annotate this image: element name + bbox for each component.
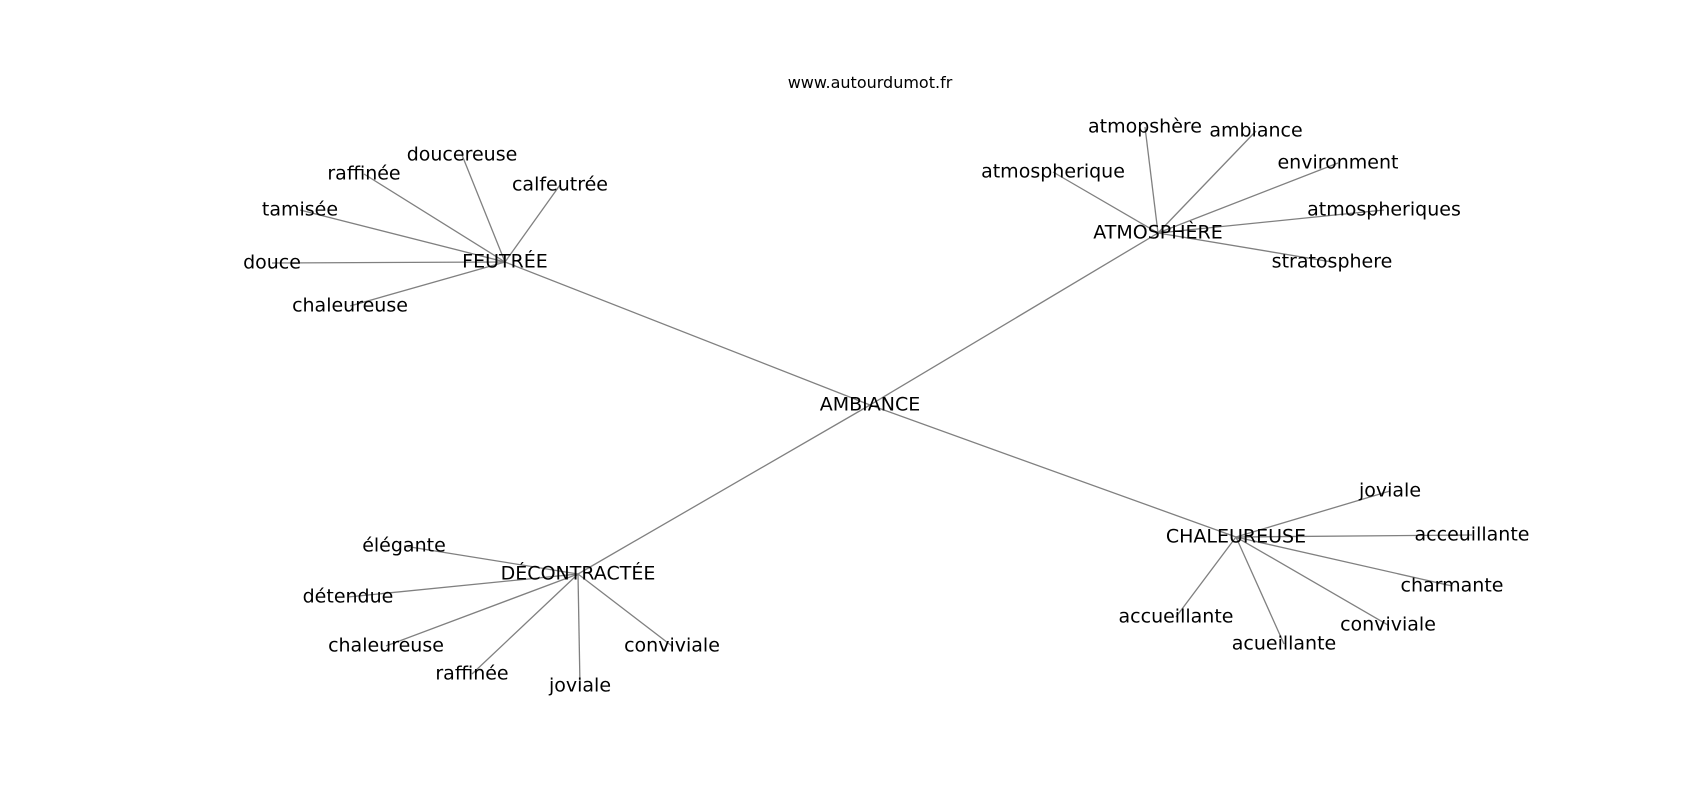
word-node-label: douce: [243, 252, 301, 274]
edge-group-to-word: [349, 261, 506, 307]
edge-group-to-word: [299, 209, 506, 263]
edge-group-to-word: [1052, 171, 1159, 234]
word-node-label: acceuillante: [1415, 524, 1530, 546]
edge-group-to-word: [1175, 536, 1237, 618]
word-node-label: conviviale: [1340, 614, 1436, 636]
edge-group-to-word: [1235, 534, 1473, 538]
word-node-label: chaleureuse: [292, 295, 408, 317]
word-node-label: chaleureuse: [328, 635, 444, 657]
labels-layer: AMBIANCE FEUTRÉE calfeutrée doucereuse raffi…: [243, 116, 1529, 697]
edge-group-to-word: [1235, 536, 1389, 626]
group-node-label: DÉCONTRACTÉE: [501, 562, 656, 585]
word-node-label: joviale: [548, 675, 611, 697]
edge-group-to-word: [1235, 490, 1391, 538]
edges-layer: [271, 126, 1473, 687]
edge-group-to-word: [1157, 209, 1385, 234]
edge-root-to-group: [504, 261, 871, 406]
edge-root-to-group: [577, 404, 871, 575]
word-node-label: atmopshère: [1088, 116, 1202, 138]
word-node-label: raffinée: [327, 163, 400, 185]
edge-group-to-word: [1157, 232, 1333, 263]
word-node-label: charmante: [1401, 575, 1504, 597]
word-node-label: détendue: [303, 586, 394, 608]
group-node-label: CHALEUREUSE: [1166, 526, 1306, 548]
edge-group-to-word: [471, 573, 579, 675]
edge-group-to-word: [1157, 130, 1257, 234]
edge-group-to-word: [385, 573, 579, 647]
edge-group-to-word: [1144, 126, 1159, 234]
edge-group-to-word: [403, 545, 579, 575]
edge-group-to-word: [1235, 536, 1453, 587]
edge-group-to-word: [363, 173, 506, 263]
source-url: www.autourdumot.fr: [788, 73, 953, 92]
word-node-label: raffinée: [435, 663, 508, 685]
word-node-label: acueillante: [1232, 633, 1336, 655]
edge-group-to-word: [347, 573, 579, 598]
group-node-label: ATMOSPHÈRE: [1093, 221, 1223, 244]
word-node-label: doucereuse: [407, 144, 518, 166]
edge-group-to-word: [461, 154, 506, 263]
edge-group-to-word: [271, 261, 506, 264]
edge-root-to-group: [869, 232, 1159, 406]
word-node-label: ambiance: [1209, 120, 1302, 142]
word-node-label: atmospherique: [981, 161, 1125, 183]
edge-group-to-word: [1235, 536, 1285, 645]
edge-group-to-word: [1157, 162, 1339, 234]
group-node-label: FEUTRÉE: [462, 250, 548, 273]
word-node-label: joviale: [1358, 480, 1421, 502]
edge-group-to-word: [577, 573, 581, 687]
root-node-label: AMBIANCE: [820, 394, 921, 416]
word-node-label: conviviale: [624, 635, 720, 657]
word-node-label: calfeutrée: [512, 174, 608, 196]
word-node-label: environment: [1277, 152, 1398, 174]
edge-group-to-word: [577, 573, 673, 647]
word-node-label: accueillante: [1119, 606, 1234, 628]
word-node-label: tamisée: [262, 199, 338, 221]
word-node-label: atmospheriques: [1307, 199, 1461, 221]
word-node-label: élégante: [362, 535, 446, 557]
word-node-label: stratosphere: [1272, 251, 1393, 273]
edge-root-to-group: [869, 404, 1237, 538]
edge-group-to-word: [504, 184, 561, 263]
